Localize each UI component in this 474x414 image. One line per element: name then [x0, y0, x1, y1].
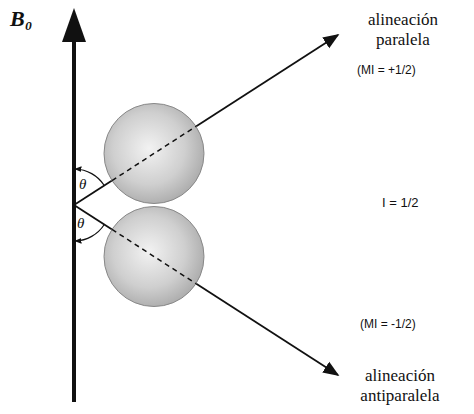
field-axis — [72, 40, 76, 402]
field-arrowhead — [62, 8, 86, 42]
quantum-number: (MI = +1/2) — [357, 64, 416, 78]
spin-axis-dashed — [112, 126, 196, 180]
alignment-label: alineación antiparalela — [336, 366, 464, 405]
angle-symbol: θ — [77, 215, 84, 232]
antiparallel-arrow — [74, 205, 338, 375]
quantum-number: (MI = -1/2) — [360, 318, 416, 332]
field-label: B₀ — [10, 6, 32, 31]
spin-value: I = 1/2 — [382, 196, 419, 211]
nucleus-sphere — [104, 207, 204, 307]
alignment-label: alineación paralela — [344, 10, 462, 49]
nucleus-sphere — [104, 104, 204, 204]
angle-symbol: θ — [79, 176, 86, 193]
parallel-arrow — [74, 35, 338, 205]
spin-axis-dashed — [112, 229, 196, 283]
